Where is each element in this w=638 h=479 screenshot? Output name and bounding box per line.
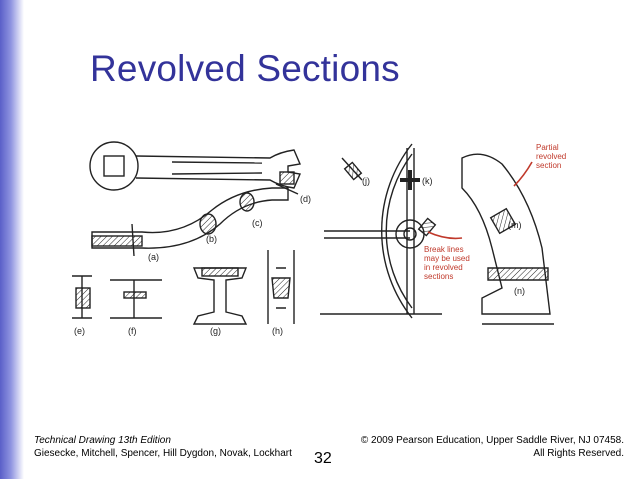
footer-edition: Technical Drawing 13th Edition <box>34 435 171 446</box>
callout-break-line-4: sections <box>424 272 453 281</box>
slide-title: Revolved Sections <box>90 48 400 89</box>
label-a: (a) <box>148 252 159 262</box>
label-g: (g) <box>210 326 221 336</box>
callout-arrow-partial <box>513 161 533 187</box>
label-m: (m) <box>508 220 522 230</box>
footer-copyright: © 2009 Pearson Education, Upper Saddle R… <box>360 435 624 446</box>
footer-right: © 2009 Pearson Education, Upper Saddle R… <box>361 434 624 460</box>
footer-rights: All Rights Reserved. <box>533 448 624 459</box>
callout-partial-line-2: revolved <box>536 152 566 161</box>
revolved-sections-figure: (d) (c) (b) (a) (e) (f) (g) (h) (j) (k) … <box>72 141 566 336</box>
footer-left: Technical Drawing 13th Edition Giesecke,… <box>34 434 292 460</box>
wheel-drawing <box>320 143 442 319</box>
label-f: (f) <box>128 326 137 336</box>
callout-break-line-1: Break lines <box>424 245 464 254</box>
label-k: (k) <box>422 176 433 186</box>
label-e: (e) <box>74 326 85 336</box>
beam-sections-drawing <box>72 250 295 325</box>
page-number: 32 <box>314 450 332 467</box>
callout-partial-line-1: Partial <box>536 143 559 152</box>
label-c: (c) <box>252 218 263 228</box>
footer-authors: Giesecke, Mitchell, Spencer, Hill Dygdon… <box>34 448 292 459</box>
label-b: (b) <box>206 234 217 244</box>
curved-lever-drawing <box>91 187 289 257</box>
label-d: (d) <box>300 194 311 204</box>
label-n: (n) <box>514 286 525 296</box>
callout-break-line-3: in revolved <box>424 263 463 272</box>
label-h: (h) <box>272 326 283 336</box>
callout-break-line-2: may be used <box>424 254 470 263</box>
callout-arrow-break <box>427 231 463 240</box>
curved-arm-drawing <box>461 153 554 325</box>
slide-accent-bar <box>0 0 24 479</box>
wrench-drawing <box>89 141 301 195</box>
label-j: (j) <box>362 176 370 186</box>
callout-partial-line-3: section <box>536 161 561 170</box>
